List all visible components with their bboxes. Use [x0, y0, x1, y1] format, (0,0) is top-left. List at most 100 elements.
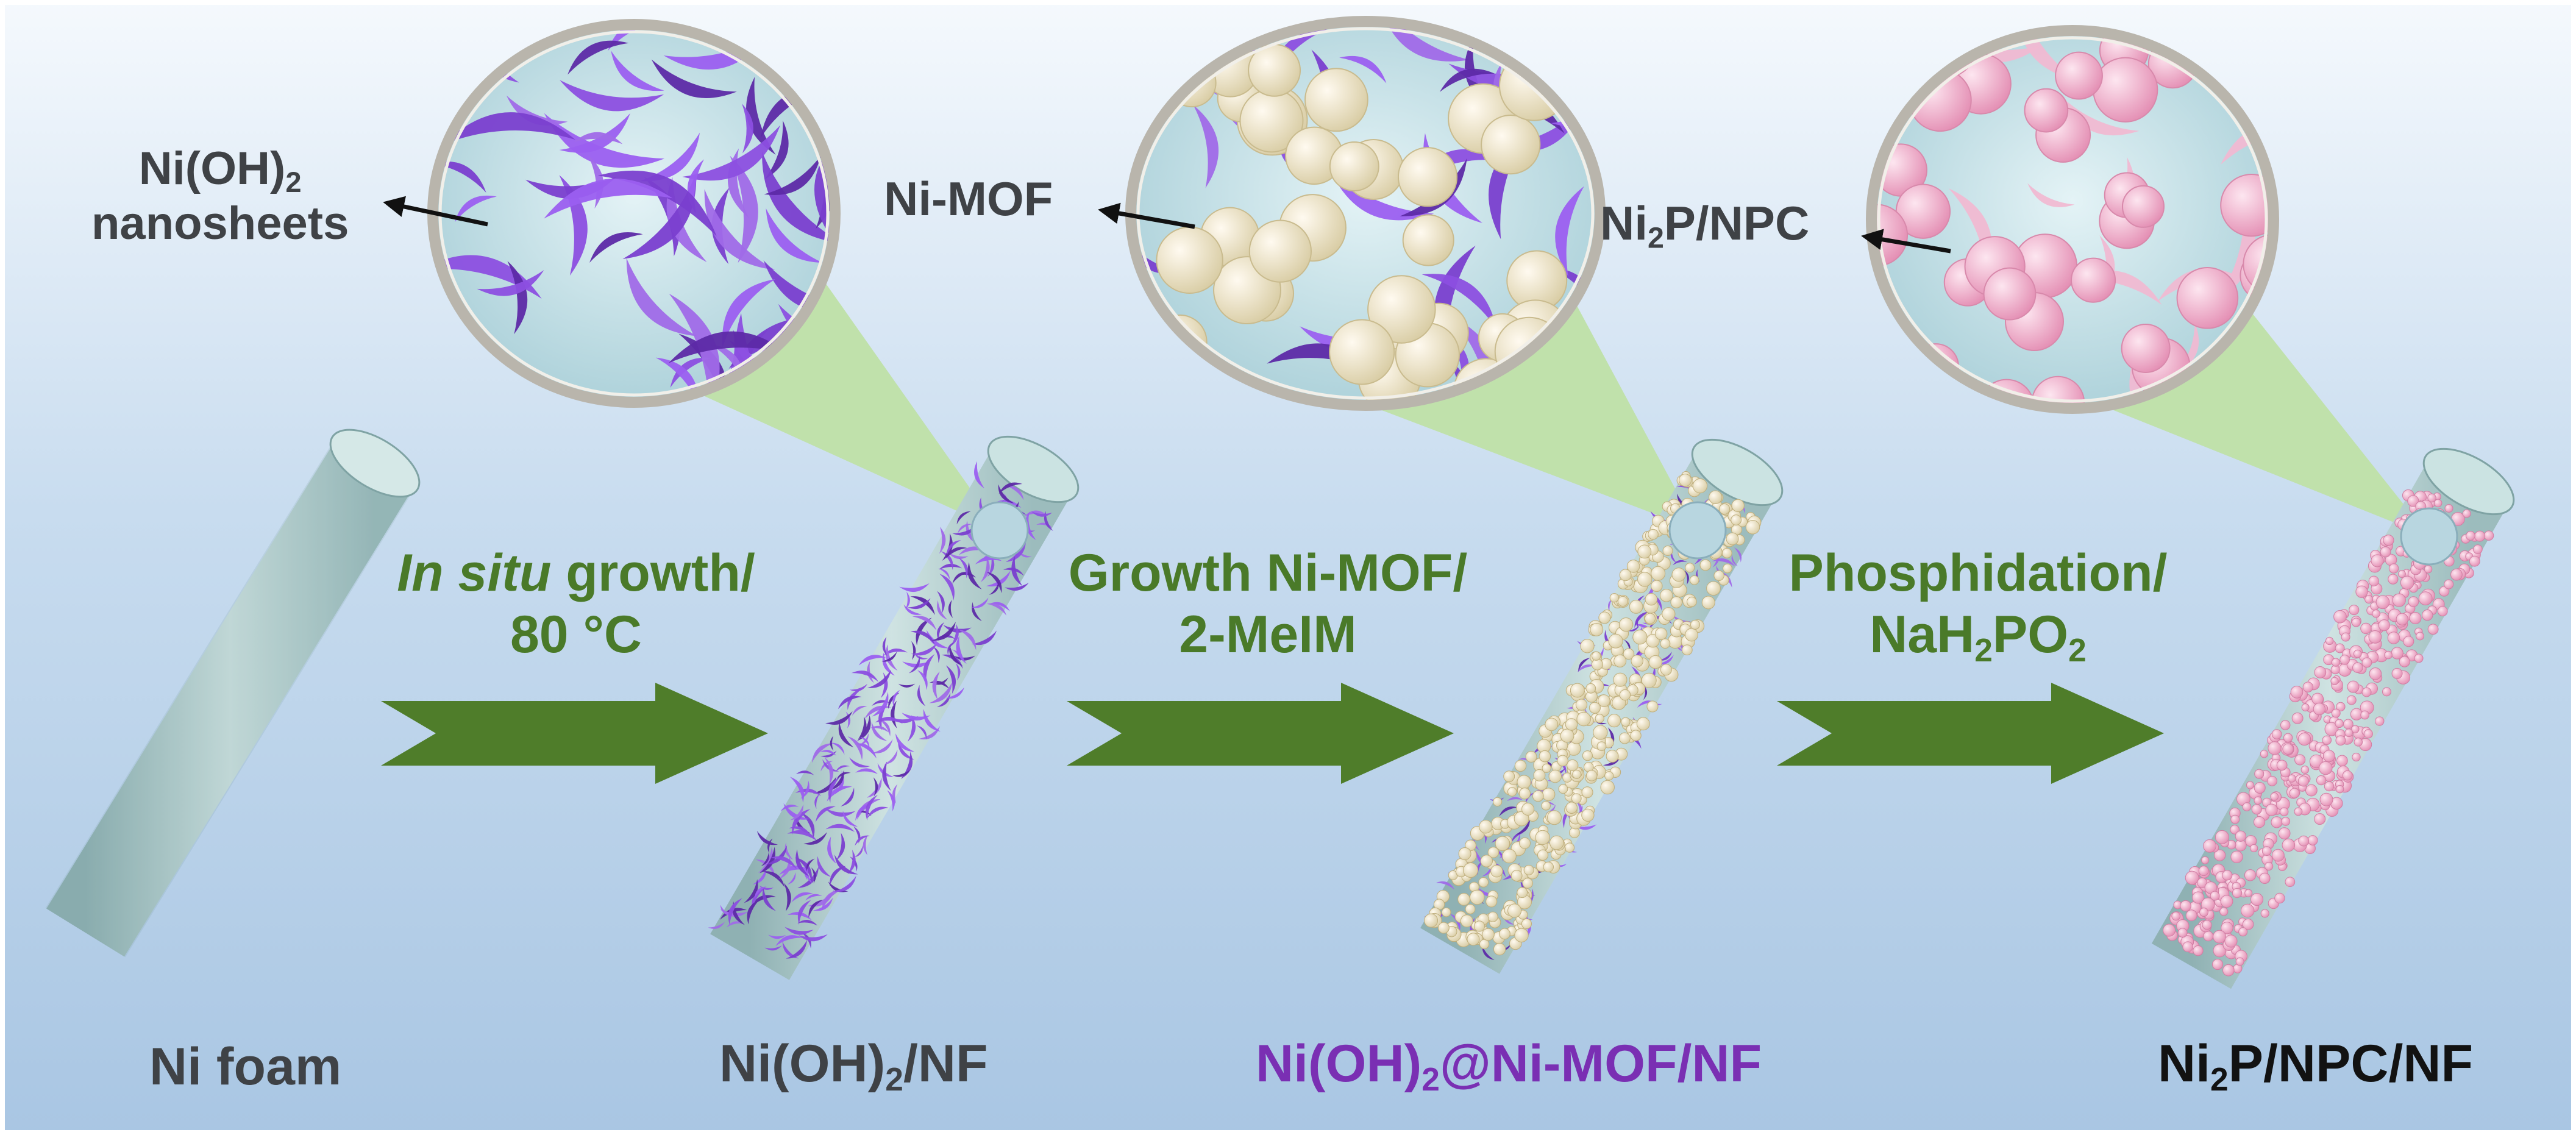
nanosheet	[854, 845, 863, 858]
phosphide-particle	[2230, 850, 2243, 864]
nanosheet	[834, 875, 856, 892]
nanosheet	[945, 665, 956, 694]
mof-particle	[1479, 939, 1490, 950]
nanosheet	[761, 852, 769, 867]
phosphide-particle	[2351, 617, 2361, 627]
mof-particle	[1723, 563, 1732, 574]
stage3-label: Ni(OH)2@Ni-MOF/NF	[1256, 1034, 1762, 1098]
phosphide-particle	[2289, 788, 2300, 799]
nanosheet	[847, 849, 856, 875]
nanosheet	[885, 644, 898, 671]
phosphide-particle	[2391, 667, 2403, 679]
phosphide-particle	[2276, 760, 2288, 771]
mof-particle	[1543, 861, 1554, 873]
zoom-spot-1	[970, 501, 1029, 560]
nanosheet	[882, 761, 891, 791]
mof-particle	[1473, 920, 1485, 932]
nanosheet	[937, 591, 945, 614]
phosphide-particle	[2437, 606, 2448, 617]
nanosheet	[912, 616, 937, 631]
callout-arrow-mof	[1098, 202, 1195, 229]
mof-particle	[1532, 790, 1544, 802]
mof-particle	[1687, 596, 1697, 607]
nanosheet	[814, 794, 820, 809]
phosphide-particle	[2213, 944, 2227, 958]
nanosheet	[1005, 539, 1026, 563]
phosphide-particle	[2369, 667, 2382, 680]
phosphide-particle	[2307, 835, 2318, 845]
mof-particle	[1679, 474, 1692, 487]
nanosheet	[950, 624, 959, 647]
phosphide-particle	[2331, 708, 2341, 718]
phosphide-particle	[2279, 807, 2289, 816]
phosphide-particle	[2409, 612, 2422, 624]
phosphide-particle	[2325, 636, 2334, 646]
mof-particle	[1604, 771, 1614, 781]
phosphide-particle	[2264, 861, 2274, 871]
nanosheet	[1044, 511, 1053, 532]
mof-particle	[1467, 933, 1480, 946]
nanosheet	[544, 113, 665, 168]
phosphide-particle	[2298, 835, 2310, 847]
nanosheet	[980, 556, 990, 583]
nanosheet	[811, 867, 816, 884]
mof-particle	[1542, 763, 1551, 773]
nanosheet	[1673, 560, 1687, 566]
mof-particle	[1593, 725, 1608, 740]
nanosheet	[1634, 611, 1649, 628]
phosphide-particle	[2427, 624, 2439, 635]
phosphide-particle	[2342, 770, 2353, 781]
phosphide-particle	[2344, 728, 2354, 738]
phosphide-particle	[2221, 922, 2233, 934]
phosphide-particle	[2254, 796, 2263, 805]
mof-particle	[1523, 864, 1534, 875]
nanosheet	[1712, 558, 1735, 567]
mof-particle	[1487, 911, 1498, 922]
nanosheet	[907, 715, 916, 742]
phosphide-particle	[2203, 931, 2214, 942]
phosphide-particle	[2240, 903, 2255, 918]
nanosheet	[855, 768, 878, 774]
nanosheet	[939, 527, 946, 554]
mof-particle	[1507, 903, 1522, 918]
phosphide-particle	[2375, 716, 2385, 726]
nanosheet	[726, 921, 744, 928]
nanosheet	[836, 833, 845, 861]
mof-particle	[1592, 651, 1601, 661]
nanosheet	[1005, 583, 1029, 591]
phosphide-particle	[2400, 575, 2414, 590]
phosphide-particle	[2261, 846, 2272, 856]
mof-particle	[1367, 275, 1436, 344]
nanosheet	[1658, 651, 1672, 661]
phosphide-particle	[2473, 544, 2483, 554]
nanosheet	[663, 34, 769, 70]
nanosheet	[559, 113, 630, 153]
nanosheet	[1436, 881, 1455, 890]
nanosheet	[767, 838, 773, 853]
mof-particle	[1606, 750, 1619, 763]
nanosheet	[971, 630, 997, 646]
phosphide-particle	[2397, 570, 2406, 578]
step2-label: Growth Ni-MOF/ 2-MeIM	[1068, 544, 1468, 664]
phosphide-particle	[2210, 891, 2220, 901]
phosphide-particle	[2311, 692, 2324, 705]
nanosheet	[455, 195, 497, 222]
nanosheet	[956, 635, 967, 664]
phosphide-particle	[2331, 658, 2341, 667]
mof-particle	[1507, 787, 1517, 797]
nanosheet	[881, 652, 897, 662]
mof-particle	[1495, 836, 1510, 852]
nanosheet	[1482, 864, 1492, 877]
phosphide-particle	[2324, 722, 2339, 736]
nanosheet	[2027, 183, 2075, 207]
mof-particle	[1726, 532, 1739, 546]
nanosheet	[847, 736, 863, 760]
nanosheet	[972, 602, 982, 621]
phosphide-particle	[2339, 654, 2350, 665]
phosphide-particle	[2242, 919, 2254, 930]
mof-particle	[1713, 570, 1724, 582]
phosphide-particle	[2235, 957, 2244, 966]
mof-particle	[1648, 528, 1659, 540]
mof-particle	[1402, 214, 1454, 266]
phosphide-particle	[1983, 267, 2037, 321]
